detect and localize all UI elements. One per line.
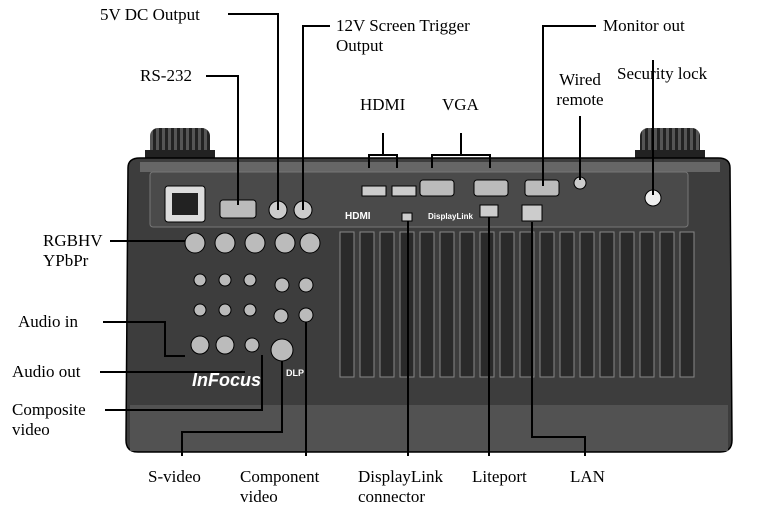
component-video-jacks — [274, 277, 314, 323]
callout-lines — [100, 13, 654, 456]
composite-video-jack — [273, 308, 289, 324]
label-composite-video: Composite video — [12, 400, 86, 439]
label-audio-out: Audio out — [12, 362, 81, 381]
label-hdmi: HDMI — [360, 95, 406, 114]
label-wired-remote: Wired remote — [556, 70, 604, 109]
vent-grille — [339, 231, 695, 378]
label-component-video: Component video — [240, 467, 320, 506]
displaylink-port — [401, 212, 413, 222]
label-ypbpr: YPbPr — [43, 251, 89, 270]
hdmi-logo: HDMI — [345, 211, 371, 222]
label-lan: LAN — [570, 467, 605, 486]
vga-port-1 — [419, 179, 455, 197]
dlp-logo: DLP — [286, 368, 304, 378]
label-rgbhv: RGBHV — [43, 231, 103, 250]
label-5v-dc-output: 5V DC Output — [100, 5, 200, 24]
label-vga: VGA — [442, 95, 479, 114]
vga-port-2 — [473, 179, 509, 197]
hdmi-port-1 — [361, 185, 387, 197]
s-video-jack — [270, 338, 294, 362]
label-displaylink-connector: DisplayLink connector — [358, 467, 443, 506]
audio-in-jacks — [190, 273, 257, 355]
rgbhv-connectors — [184, 232, 321, 254]
hdmi-port-2 — [391, 185, 417, 197]
label-s-video: S-video — [148, 467, 201, 486]
label-audio-in: Audio in — [18, 312, 78, 331]
label-12v-screen-trigger-output: 12V Screen Trigger Output — [336, 16, 470, 55]
label-monitor-out: Monitor out — [603, 16, 685, 35]
label-security-lock: Security lock — [617, 64, 708, 83]
liteport-port — [479, 204, 499, 218]
brand-logo: InFocus — [192, 370, 261, 390]
label-rs232: RS-232 — [140, 66, 192, 85]
lan-port — [521, 204, 543, 222]
displaylink-logo: DisplayLink — [428, 212, 473, 221]
label-liteport: Liteport — [472, 467, 527, 486]
audio-out-jack — [244, 337, 260, 353]
